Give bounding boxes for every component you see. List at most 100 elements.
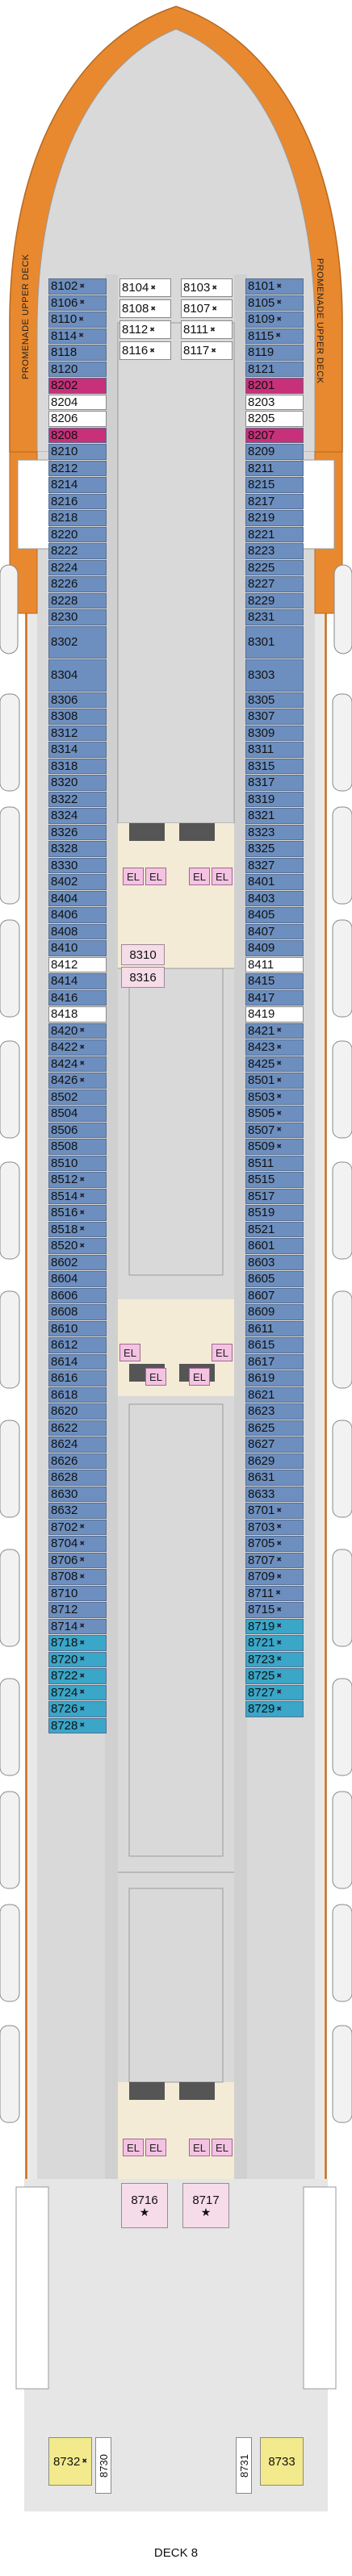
cabin-8408[interactable]: 8408 (48, 923, 107, 939)
cabin-8415[interactable]: 8415 (245, 973, 304, 989)
cabin-8405[interactable]: 8405 (245, 907, 304, 923)
cabin-8116[interactable]: 8116✖ (119, 341, 171, 360)
cabin-8712[interactable]: 8712 (48, 1602, 107, 1618)
cabin-8705[interactable]: 8705✖ (245, 1536, 304, 1552)
cabin-8111[interactable]: 8111✖ (181, 320, 233, 339)
cabin-8503[interactable]: 8503✖ (245, 1089, 304, 1105)
cabin-8202[interactable]: 8202 (48, 378, 107, 394)
cabin-8308[interactable]: 8308 (48, 709, 107, 725)
cabin-8622[interactable]: 8622 (48, 1420, 107, 1436)
cabin-8314[interactable]: 8314 (48, 742, 107, 758)
cabin-8221[interactable]: 8221 (245, 526, 304, 542)
cabin-8404[interactable]: 8404 (48, 890, 107, 906)
cabin-8729[interactable]: 8729✖ (245, 1701, 304, 1717)
cabin-8228[interactable]: 8228 (48, 592, 107, 608)
cabin-8106[interactable]: 8106✖ (48, 295, 107, 311)
cabin-8618[interactable]: 8618 (48, 1386, 107, 1403)
cabin-8621[interactable]: 8621 (245, 1386, 304, 1403)
cabin-8201[interactable]: 8201 (245, 378, 304, 394)
cabin-8615[interactable]: 8615 (245, 1337, 304, 1353)
cabin-8725[interactable]: 8725✖ (245, 1668, 304, 1684)
cabin-8414[interactable]: 8414 (48, 973, 107, 989)
cabin-8119[interactable]: 8119 (245, 345, 304, 361)
cabin-8328[interactable]: 8328 (48, 841, 107, 857)
cabin-8733[interactable]: 8733 (260, 2437, 304, 2486)
cabin-8727[interactable]: 8727✖ (245, 1684, 304, 1700)
cabin-8317[interactable]: 8317 (245, 775, 304, 791)
cabin-8103[interactable]: 8103✖ (181, 278, 233, 297)
cabin-8731[interactable]: 8731 (236, 2437, 252, 2494)
cabin-8311[interactable]: 8311 (245, 742, 304, 758)
cabin-8417[interactable]: 8417 (245, 989, 304, 1006)
cabin-8604[interactable]: 8604 (48, 1271, 107, 1287)
cabin-8617[interactable]: 8617 (245, 1353, 304, 1370)
cabin-8225[interactable]: 8225 (245, 559, 304, 575)
cabin-8204[interactable]: 8204 (48, 394, 107, 410)
cabin-8206[interactable]: 8206 (48, 411, 107, 427)
cabin-8109[interactable]: 8109✖ (245, 312, 304, 328)
cabin-8320[interactable]: 8320 (48, 775, 107, 791)
cabin-8420[interactable]: 8420✖ (48, 1022, 107, 1039)
cabin-8401[interactable]: 8401 (245, 874, 304, 890)
cabin-8627[interactable]: 8627 (245, 1436, 304, 1453)
cabin-8327[interactable]: 8327 (245, 857, 304, 873)
cabin-8605[interactable]: 8605 (245, 1271, 304, 1287)
cabin-8207[interactable]: 8207 (245, 427, 304, 443)
cabin-8303[interactable]: 8303 (245, 659, 304, 692)
cabin-8325[interactable]: 8325 (245, 841, 304, 857)
cabin-8520[interactable]: 8520✖ (48, 1238, 107, 1254)
cabin-8203[interactable]: 8203 (245, 394, 304, 410)
cabin-8318[interactable]: 8318 (48, 758, 107, 774)
cabin-8519[interactable]: 8519 (245, 1205, 304, 1221)
cabin-8518[interactable]: 8518✖ (48, 1221, 107, 1237)
cabin-8421[interactable]: 8421✖ (245, 1022, 304, 1039)
cabin-8710[interactable]: 8710 (48, 1585, 107, 1601)
cabin-8424[interactable]: 8424✖ (48, 1056, 107, 1072)
cabin-8102[interactable]: 8102✖ (48, 278, 107, 295)
cabin-8302[interactable]: 8302 (48, 625, 107, 659)
cabin-8704[interactable]: 8704✖ (48, 1536, 107, 1552)
cabin-8216[interactable]: 8216 (48, 493, 107, 509)
cabin-8326[interactable]: 8326 (48, 824, 107, 840)
cabin-8620[interactable]: 8620 (48, 1403, 107, 1420)
cabin-8226[interactable]: 8226 (48, 576, 107, 592)
suite-8716[interactable]: 8716★ (121, 2183, 168, 2228)
cabin-8502[interactable]: 8502 (48, 1089, 107, 1105)
cabin-8707[interactable]: 8707✖ (245, 1552, 304, 1568)
cabin-8718[interactable]: 8718✖ (48, 1635, 107, 1651)
cabin-8229[interactable]: 8229 (245, 592, 304, 608)
cabin-8107[interactable]: 8107✖ (181, 299, 233, 318)
cabin-8709[interactable]: 8709✖ (245, 1569, 304, 1585)
cabin-8616[interactable]: 8616 (48, 1370, 107, 1386)
cabin-8309[interactable]: 8309 (245, 725, 304, 741)
cabin-8117[interactable]: 8117✖ (181, 341, 233, 360)
cabin-8312[interactable]: 8312 (48, 725, 107, 741)
cabin-8510[interactable]: 8510 (48, 1155, 107, 1171)
cabin-8726[interactable]: 8726✖ (48, 1701, 107, 1717)
cabin-8610[interactable]: 8610 (48, 1320, 107, 1336)
cabin-8301[interactable]: 8301 (245, 625, 304, 659)
cabin-8721[interactable]: 8721✖ (245, 1635, 304, 1651)
cabin-8701[interactable]: 8701✖ (245, 1503, 304, 1519)
cabin-8403[interactable]: 8403 (245, 890, 304, 906)
cabin-8323[interactable]: 8323 (245, 824, 304, 840)
cabin-8602[interactable]: 8602 (48, 1254, 107, 1270)
cabin-8211[interactable]: 8211 (245, 460, 304, 476)
cabin-8628[interactable]: 8628 (48, 1470, 107, 1486)
cabin-8212[interactable]: 8212 (48, 460, 107, 476)
cabin-8304[interactable]: 8304 (48, 659, 107, 692)
cabin-8720[interactable]: 8720✖ (48, 1651, 107, 1667)
cabin-8501[interactable]: 8501✖ (245, 1073, 304, 1089)
cabin-8626[interactable]: 8626 (48, 1453, 107, 1469)
cabin-8730[interactable]: 8730 (95, 2437, 111, 2494)
cabin-8114[interactable]: 8114✖ (48, 328, 107, 344)
cabin-8407[interactable]: 8407 (245, 923, 304, 939)
cabin-8629[interactable]: 8629 (245, 1453, 304, 1469)
cabin-8624[interactable]: 8624 (48, 1436, 107, 1453)
cabin-8506[interactable]: 8506 (48, 1122, 107, 1138)
cabin-8516[interactable]: 8516✖ (48, 1205, 107, 1221)
cabin-8732[interactable]: 8732✖ (48, 2437, 92, 2486)
cabin-8222[interactable]: 8222 (48, 543, 107, 559)
cabin-8219[interactable]: 8219 (245, 510, 304, 526)
cabin-8110[interactable]: 8110✖ (48, 312, 107, 328)
